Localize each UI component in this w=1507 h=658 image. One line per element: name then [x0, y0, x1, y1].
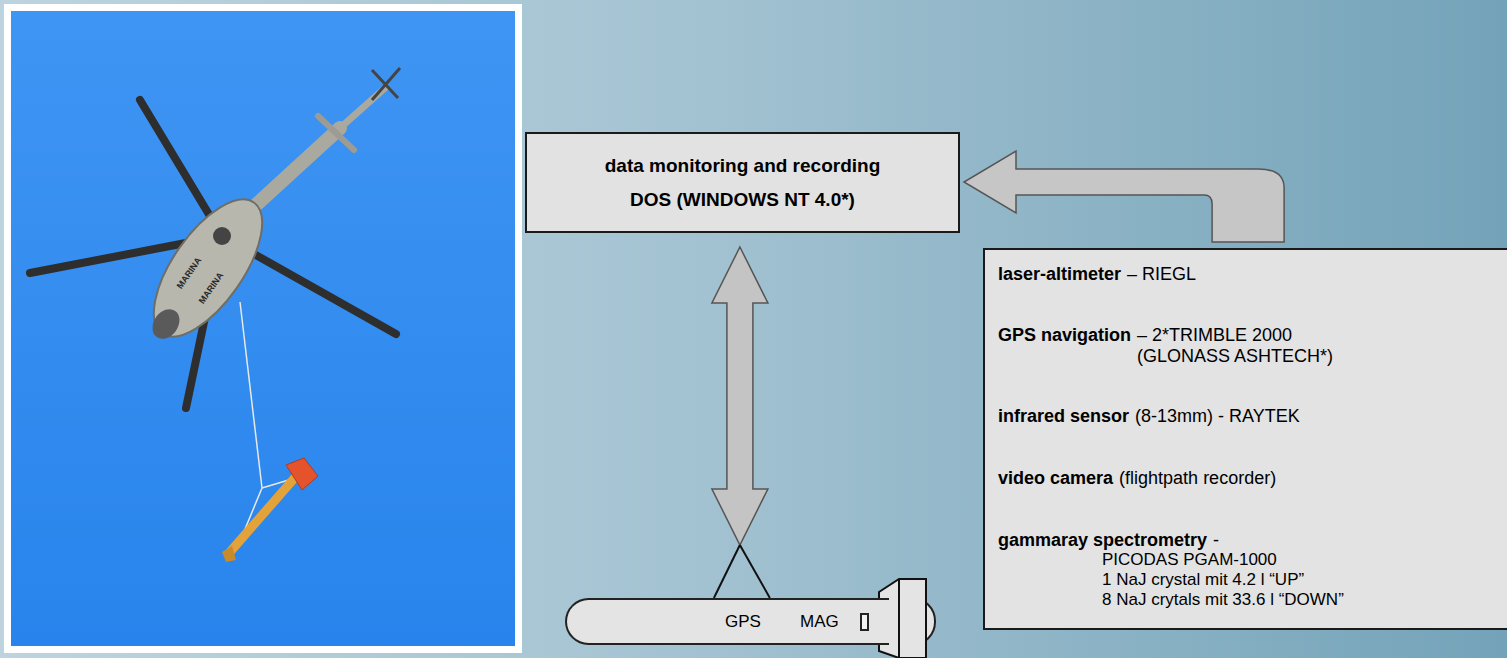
sensor-detail: PICODAS PGAM-1000	[1102, 550, 1277, 569]
nose	[147, 304, 185, 344]
sensor-list-box: laser-altimeter – RIEGL GPS navigation – 2*…	[983, 248, 1507, 630]
sensor-name: laser-altimeter	[998, 264, 1121, 284]
sensor-detail: 8 NaJ crytals mit 33.6 l “DOWN”	[1102, 590, 1344, 609]
tail-rotor	[372, 68, 400, 100]
bird-nose-cone	[286, 458, 318, 490]
sky	[11, 11, 515, 646]
bird-cone-edge	[898, 579, 900, 658]
connector	[712, 247, 770, 598]
fuselage	[133, 182, 282, 353]
sensor-detail: – 2*TRIMBLE 2000 (GLONASS ASHTECH*)	[1137, 325, 1352, 367]
helicopter-photo	[0, 0, 525, 658]
fuselage-marking: MARINA	[175, 255, 204, 290]
box-subheading: DOS (WINDOWS NT 4.0*)	[630, 189, 855, 211]
sensor-name: gammaray spectrometry	[998, 530, 1207, 550]
tow-line	[740, 545, 770, 598]
bird-part-label: GPS	[725, 612, 761, 632]
block-arrow	[964, 151, 1284, 242]
sensor-row: gammaray spectrometry-	[998, 530, 1219, 551]
sensor-name: GPS navigation	[998, 325, 1131, 345]
sensor-detail: -	[1213, 530, 1219, 550]
sensor-detail: 1 NaJ crystal mit 4.2 l “UP”	[1102, 570, 1304, 589]
sensor-row: laser-altimeter – RIEGL	[998, 264, 1196, 285]
tail-boom	[245, 128, 340, 215]
box-heading: data monitoring and recording	[605, 155, 881, 177]
sensor-row: GPS navigation – 2*TRIMBLE 2000 (GLONASS …	[998, 325, 1352, 367]
towed-bird-body: GPS MAG	[565, 598, 889, 645]
sensor-row: video camera (flightpath recorder)	[998, 468, 1276, 489]
photo-frame	[4, 4, 522, 653]
towed-bird	[230, 474, 298, 552]
sensor-row: 8 NaJ crytals mit 33.6 l “DOWN”	[1102, 590, 1344, 610]
double-block-arrow	[712, 247, 768, 545]
sensor-name: video camera	[998, 468, 1113, 488]
recording-box: data monitoring and recordingDOS (WINDOW…	[525, 132, 960, 233]
sensor-detail: (flightpath recorder)	[1119, 468, 1276, 488]
rotor-blades	[30, 100, 396, 408]
connector	[964, 151, 1284, 242]
tail-stabilizer	[318, 116, 354, 150]
sensor-detail: – RIEGL	[1127, 264, 1196, 284]
rotor-hub	[213, 227, 231, 245]
sensor-row: 1 NaJ crystal mit 4.2 l “UP”	[1102, 570, 1304, 590]
sensor-row: infrared sensor (8-13mm) - RAYTEK	[998, 406, 1300, 427]
sensor-detail: (8-13mm) - RAYTEK	[1135, 406, 1300, 426]
fuselage-marking: MARINA	[197, 270, 226, 305]
sensor-name: infrared sensor	[998, 406, 1129, 426]
sensor-mark	[860, 613, 869, 631]
sensor-row: PICODAS PGAM-1000	[1102, 550, 1277, 570]
tow-cable	[240, 302, 262, 488]
tow-line	[714, 545, 740, 598]
bird-part-label: MAG	[800, 612, 839, 632]
bird-tail	[222, 546, 236, 562]
